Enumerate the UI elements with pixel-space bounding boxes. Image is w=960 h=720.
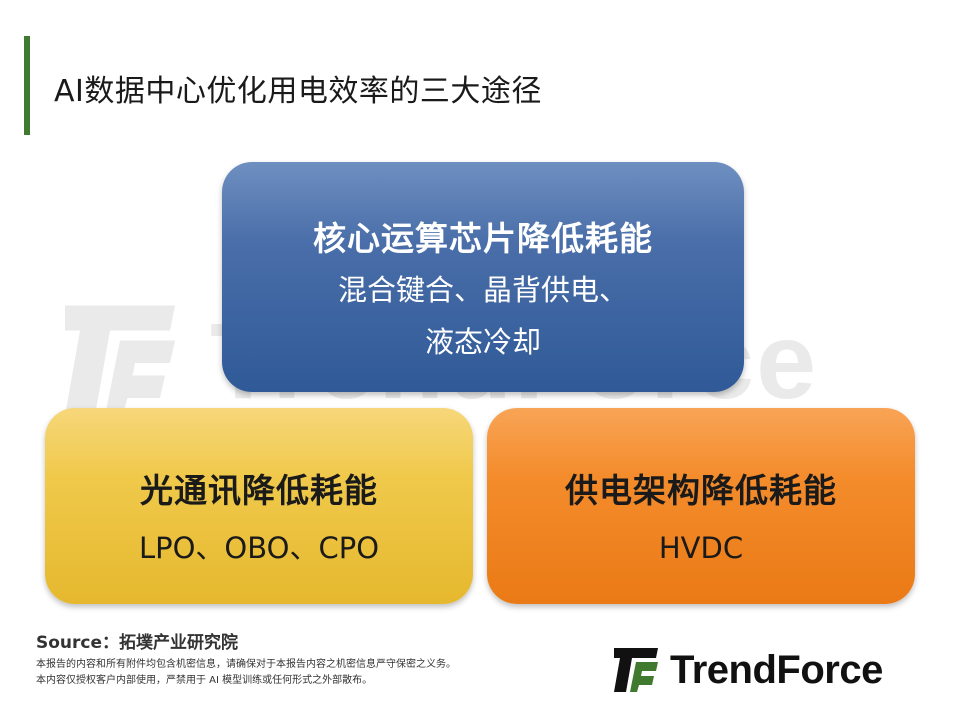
box-subtext: LPO、OBO、CPO xyxy=(138,531,380,565)
box-heading: 供电架构降低耗能 xyxy=(565,471,837,510)
source-note: Source：拓墣产业研究院 xyxy=(36,633,239,653)
logo-text: TrendForce xyxy=(670,648,883,692)
disclaimer-line: 本内容仅授权客户内部使用，严禁用于 AI 模型训练或任何形式之外部散布。 xyxy=(36,675,373,686)
page-title: AI数据中心优化用电效率的三大途径 xyxy=(54,74,542,109)
diagram-box-core-chips: 核心运算芯片降低耗能 混合键合、晶背供电、 液态冷却 xyxy=(222,162,744,392)
trendforce-logo-icon xyxy=(614,648,658,692)
box-heading: 光通讯降低耗能 xyxy=(140,471,378,510)
box-subtext: HVDC xyxy=(658,531,744,565)
title-accent-bar xyxy=(24,36,30,135)
diagram-box-power-architecture: 供电架构降低耗能 HVDC xyxy=(487,408,915,604)
trendforce-logo: TrendForce xyxy=(612,645,932,697)
box-heading: 核心运算芯片降低耗能 xyxy=(313,219,653,258)
box-subtext: 液态冷却 xyxy=(424,325,541,359)
disclaimer-line: 本报告的内容和所有附件均包含机密信息，请确保对于本报告内容之机密信息严守保密之义… xyxy=(36,659,456,670)
diagram-box-optical-comm: 光通讯降低耗能 LPO、OBO、CPO xyxy=(45,408,473,604)
watermark-logo-icon xyxy=(65,305,175,416)
disclaimer: 本报告的内容和所有附件均包含机密信息，请确保对于本报告内容之机密信息严守保密之义… xyxy=(36,657,456,689)
box-subtext: 混合键合、晶背供电、 xyxy=(337,273,628,307)
